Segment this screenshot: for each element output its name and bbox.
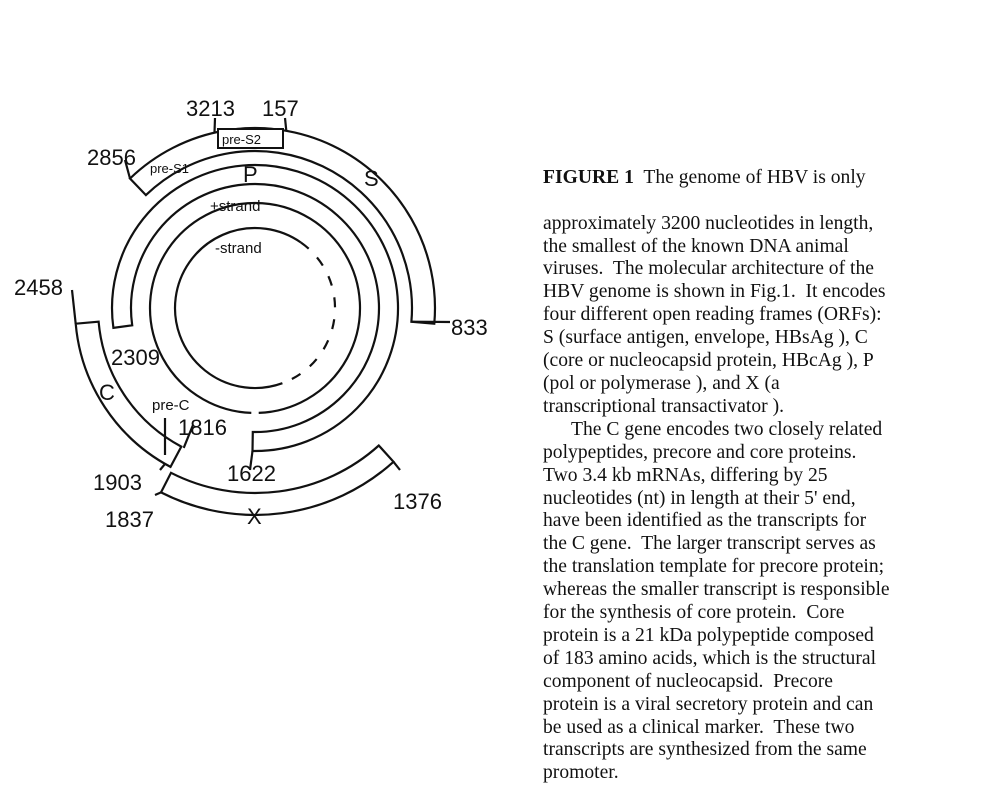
position-1903: 1903 xyxy=(93,470,142,495)
caption-line: (core or nucleocapsid protein, HBcAg ), … xyxy=(543,350,1003,373)
pre-s1-label: pre-S1 xyxy=(150,161,189,176)
caption-line: nucleotides (nt) in length at their 5' e… xyxy=(543,488,1003,511)
position-1376: 1376 xyxy=(393,489,442,514)
caption-line: the translation template for precore pro… xyxy=(543,556,1003,579)
caption-line: transcriptional transactivator ). xyxy=(543,396,1003,419)
caption-line: whereas the smaller transcript is respon… xyxy=(543,579,1003,602)
tick-1903 xyxy=(160,464,165,470)
minus-strand-gap xyxy=(282,243,335,384)
caption-line: protein is a 21 kDa polypeptide composed xyxy=(543,625,1003,648)
caption-line: promoter. xyxy=(543,762,1003,785)
caption-line: HBV genome is shown in Fig.1. It encodes xyxy=(543,281,1003,304)
figure-label: FIGURE 1 xyxy=(543,167,634,188)
caption-line: transcripts are synthesized from the sam… xyxy=(543,739,1003,762)
caption-line: the smallest of the known DNA animal xyxy=(543,236,1003,259)
caption-line: The C gene encodes two closely related xyxy=(543,419,1003,442)
caption-line: protein is a viral secretory protein and… xyxy=(543,694,1003,717)
caption-line: polypeptides, precore and core proteins. xyxy=(543,442,1003,465)
position-2856: 2856 xyxy=(87,145,136,170)
caption-line: FIGURE 1 The genome of HBV is only xyxy=(543,167,1003,190)
caption-line: viruses. The molecular architecture of t… xyxy=(543,258,1003,281)
position-1622: 1622 xyxy=(227,461,276,486)
caption-line: of 183 amino acids, which is the structu… xyxy=(543,648,1003,671)
caption-line: the C gene. The larger transcript serves… xyxy=(543,533,1003,556)
c-gene-label: C xyxy=(99,380,115,405)
caption-line: (pol or polymerase ), and X (a xyxy=(543,373,1003,396)
position-1837: 1837 xyxy=(105,507,154,532)
caption-line: Two 3.4 kb mRNAs, differing by 25 xyxy=(543,465,1003,488)
s-gene-label: S xyxy=(364,166,379,191)
tick-1376 xyxy=(394,462,401,470)
caption-text: The genome of HBV is only xyxy=(634,167,866,188)
caption-line: for the synthesis of core protein. Core xyxy=(543,602,1003,625)
caption-line: S (surface antigen, envelope, HBsAg ), C xyxy=(543,327,1003,350)
position-157: 157 xyxy=(262,96,299,121)
tick-1837 xyxy=(155,492,161,495)
plus-strand-label: +strand xyxy=(210,198,260,215)
position-833: 833 xyxy=(451,315,488,340)
caption-line: approximately 3200 nucleotides in length… xyxy=(543,213,1003,236)
x-gene-label: X xyxy=(247,504,262,529)
position-2458: 2458 xyxy=(14,275,63,300)
caption-line: be used as a clinical marker. These two xyxy=(543,717,1003,740)
caption-line: have been identified as the transcripts … xyxy=(543,510,1003,533)
pre-c-label: pre-C xyxy=(152,397,190,414)
figure-caption: FIGURE 1 The genome of HBV is only appro… xyxy=(543,121,1003,785)
pre-s2-label: pre-S2 xyxy=(222,132,261,147)
position-1816: 1816 xyxy=(178,415,227,440)
x-orf-band xyxy=(161,446,394,515)
caption-line: component of nucleocapsid. Precore xyxy=(543,671,1003,694)
p-gene-label: P xyxy=(243,162,258,187)
hbv-genome-diagram: 3213 157 pre-S2 2856 pre-S1 P S +strand … xyxy=(0,0,520,753)
minus-strand-label: -strand xyxy=(215,240,262,257)
plus-strand-circle xyxy=(150,203,360,413)
caption-line: four different open reading frames (ORFs… xyxy=(543,304,1003,327)
position-3213: 3213 xyxy=(186,96,235,121)
position-2309: 2309 xyxy=(111,345,160,370)
tick-2458 xyxy=(72,290,76,324)
